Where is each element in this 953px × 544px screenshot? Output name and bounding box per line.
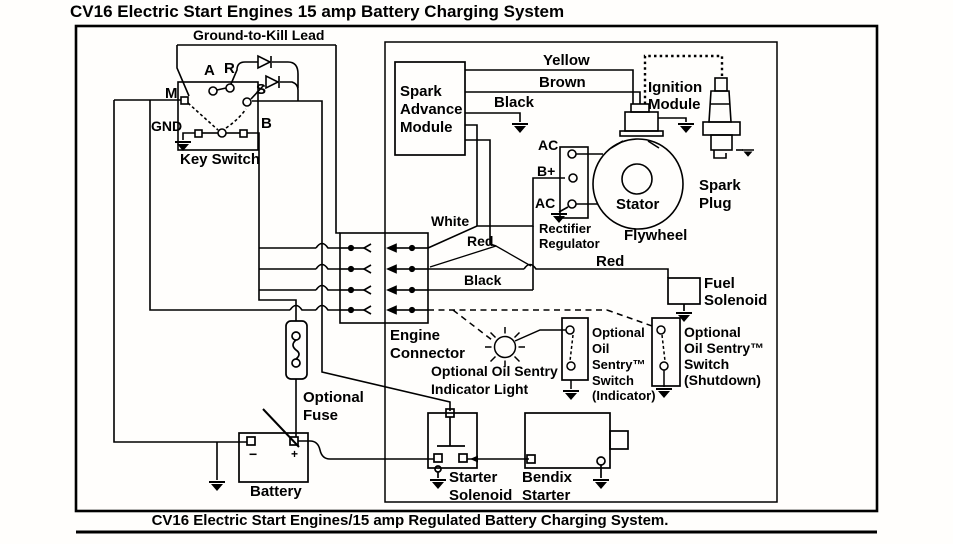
stator-flywheel xyxy=(592,138,684,230)
optional-fuse xyxy=(285,320,308,380)
oil-sentry-circuit xyxy=(428,309,681,389)
oil-sw-shut-line2: Oil Sentry™ xyxy=(684,340,765,356)
kill-diodes xyxy=(230,54,299,100)
spark-advance-module xyxy=(394,61,466,156)
starter-solenoid xyxy=(427,408,529,478)
oil-sw-ind-line5: (Indicator) xyxy=(592,388,656,403)
spark-plug xyxy=(643,54,743,159)
rectifier-line1: Rectifier xyxy=(539,221,592,236)
spark-advance-line1: Spark xyxy=(400,83,442,100)
oil-sentry-switch-shutdown-symbol xyxy=(651,317,681,387)
key-switch-label: Key Switch xyxy=(180,151,261,168)
page-title: CV16 Electric Start Engines 15 amp Batte… xyxy=(70,2,565,21)
harness-wires xyxy=(113,44,451,480)
fuel-solenoid-line2: Solenoid xyxy=(704,292,768,309)
ground-symbols xyxy=(174,123,755,492)
key-terminal-m: M xyxy=(165,85,178,102)
optional-fuse-line1: Optional xyxy=(303,389,364,406)
battery xyxy=(238,432,309,483)
regulator-b-plus: B+ xyxy=(537,163,556,179)
oil-sw-ind-line3: Sentry™ xyxy=(592,357,646,372)
wire-red-connector-label: Red xyxy=(467,233,494,249)
regulator-ac-top: AC xyxy=(538,137,559,153)
ground-to-kill-lead-label: Ground-to-Kill Lead xyxy=(193,27,325,43)
key-terminal-a: A xyxy=(204,62,215,79)
key-terminal-b: B xyxy=(261,115,272,132)
oil-sw-ind-line4: Switch xyxy=(592,373,634,388)
regulator-ac-bottom: AC xyxy=(535,195,556,211)
oil-light-line1: Optional Oil Sentry xyxy=(431,363,558,379)
figure-caption: CV16 Electric Start Engines/15 amp Regul… xyxy=(151,512,669,529)
bendix-starter-line2: Starter xyxy=(522,487,571,504)
outer-frame xyxy=(74,24,879,534)
engine-compartment-frame xyxy=(384,41,778,503)
oil-sw-shut-line3: Switch xyxy=(684,356,730,372)
optional-fuse-line2: Fuse xyxy=(303,407,339,424)
wire-black-lower-label: Black xyxy=(464,272,502,288)
oil-sw-shut-line1: Optional xyxy=(684,324,741,340)
key-switch xyxy=(177,81,259,151)
wire-brown-label: Brown xyxy=(539,74,586,91)
ignition-module-line2: Module xyxy=(648,96,701,113)
engine-side-wires xyxy=(427,69,669,291)
stator-label: Stator xyxy=(616,196,660,213)
wire-black-upper-label: Black xyxy=(494,94,535,111)
battery-minus-sign: − xyxy=(249,446,258,462)
battery-plus-sign: + xyxy=(291,447,299,461)
starter-solenoid-line1: Starter xyxy=(449,469,498,486)
engine-connector-line1: Engine xyxy=(390,327,441,344)
ignition-module xyxy=(619,103,687,137)
indicator-light-icon xyxy=(485,327,525,367)
oil-sentry-switch-indicator-symbol xyxy=(561,317,589,389)
oil-sw-ind-line1: Optional xyxy=(592,325,645,340)
oil-light-line2: Indicator Light xyxy=(431,381,529,397)
starter-solenoid-line2: Solenoid xyxy=(449,487,513,504)
spark-plug-line1: Spark xyxy=(699,177,741,194)
bendix-starter-line1: Bendix xyxy=(522,469,573,486)
key-terminal-gnd: GND xyxy=(151,118,183,134)
rectifier-regulator xyxy=(558,146,603,219)
spark-plug-line2: Plug xyxy=(699,195,732,212)
rectifier-line2: Regulator xyxy=(539,236,600,251)
spark-advance-line3: Module xyxy=(400,119,453,136)
engine-connector xyxy=(339,232,429,324)
battery-label: Battery xyxy=(250,483,302,500)
spark-advance-line2: Advance xyxy=(400,101,463,118)
wire-red-solenoid-label: Red xyxy=(596,253,625,270)
wire-white-label: White xyxy=(431,213,470,229)
fuel-solenoid xyxy=(667,277,701,311)
key-terminal-r: R xyxy=(224,60,235,77)
key-terminal-s: S xyxy=(256,81,267,98)
engine-connector-line2: Connector xyxy=(390,345,465,362)
fuel-solenoid-line1: Fuel xyxy=(704,275,735,292)
oil-sw-ind-line2: Oil xyxy=(592,341,610,356)
flywheel-label: Flywheel xyxy=(624,227,688,244)
bendix-starter xyxy=(524,412,629,478)
spark-plug-lead xyxy=(643,54,724,104)
oil-sw-shut-line4: (Shutdown) xyxy=(684,372,761,388)
connector-pins xyxy=(340,243,428,315)
wire-yellow-label: Yellow xyxy=(543,52,590,69)
ignition-module-line1: Ignition xyxy=(648,79,703,96)
